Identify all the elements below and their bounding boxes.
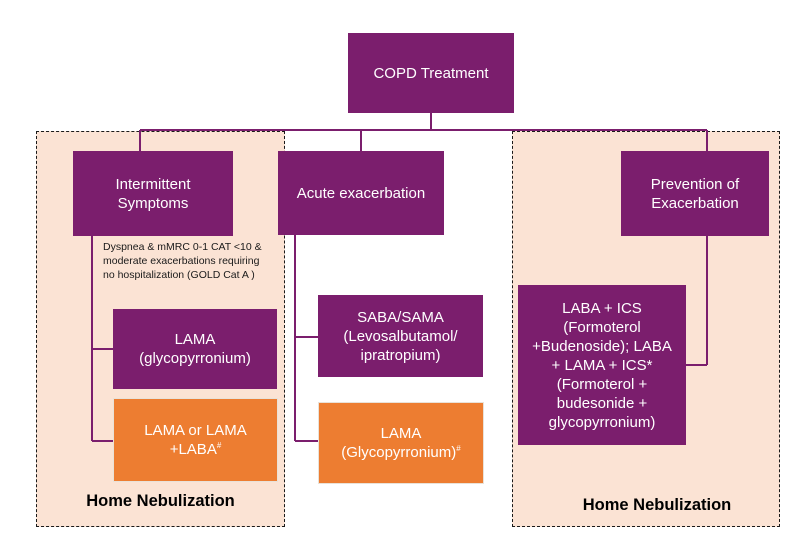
intermittent-symptoms-label: Intermittent Symptoms <box>115 175 191 212</box>
laba-ics-label: LABA + ICS (Formoterol +Budenoside); LAB… <box>532 299 672 431</box>
hash-mark: # <box>456 444 461 453</box>
saba-sama-node: SABA/SAMA (Levosalbutamol/ ipratropium) <box>318 295 483 377</box>
prevention-label: Prevention of Exacerbation <box>650 175 740 212</box>
lama-or-lama-laba-label: LAMA or LAMA +LABA# <box>144 422 247 458</box>
prevention-node: Prevention of Exacerbation <box>621 151 769 236</box>
gold-criteria-text: Dyspnea & mMRC 0-1 CAT <10 & moderate ex… <box>103 241 262 281</box>
intermittent-symptoms-node: Intermittent Symptoms <box>73 151 233 236</box>
lama-glycopyrronium-label: LAMA (glycopyrronium) <box>139 331 251 367</box>
home-nebulization-right: Home Nebulization <box>582 496 732 514</box>
saba-sama-label: SABA/SAMA (Levosalbutamol/ ipratropium) <box>343 308 458 364</box>
acute-exacerbation-label: Acute exacerbation <box>296 184 426 202</box>
root-node: COPD Treatment <box>348 33 514 113</box>
lama-glycopyrronium-node: LAMA (glycopyrronium) <box>113 309 277 389</box>
home-nebulization-left: Home Nebulization <box>86 492 235 510</box>
lama-or-lama-laba-node: LAMA or LAMA +LABA# <box>113 398 278 482</box>
laba-ics-node: LABA + ICS (Formoterol +Budenoside); LAB… <box>518 285 686 445</box>
hash-mark: # <box>216 441 222 450</box>
lama-glycopyrronium-acute-node: LAMA (Glycopyrronium)# <box>318 402 484 484</box>
gold-criteria-note: Dyspnea & mMRC 0-1 CAT <10 & moderate ex… <box>103 240 273 300</box>
acute-exacerbation-node: Acute exacerbation <box>278 151 444 235</box>
lama-glycopyrronium-acute-label: LAMA (Glycopyrronium)# <box>341 425 461 461</box>
root-label: COPD Treatment <box>373 64 489 82</box>
